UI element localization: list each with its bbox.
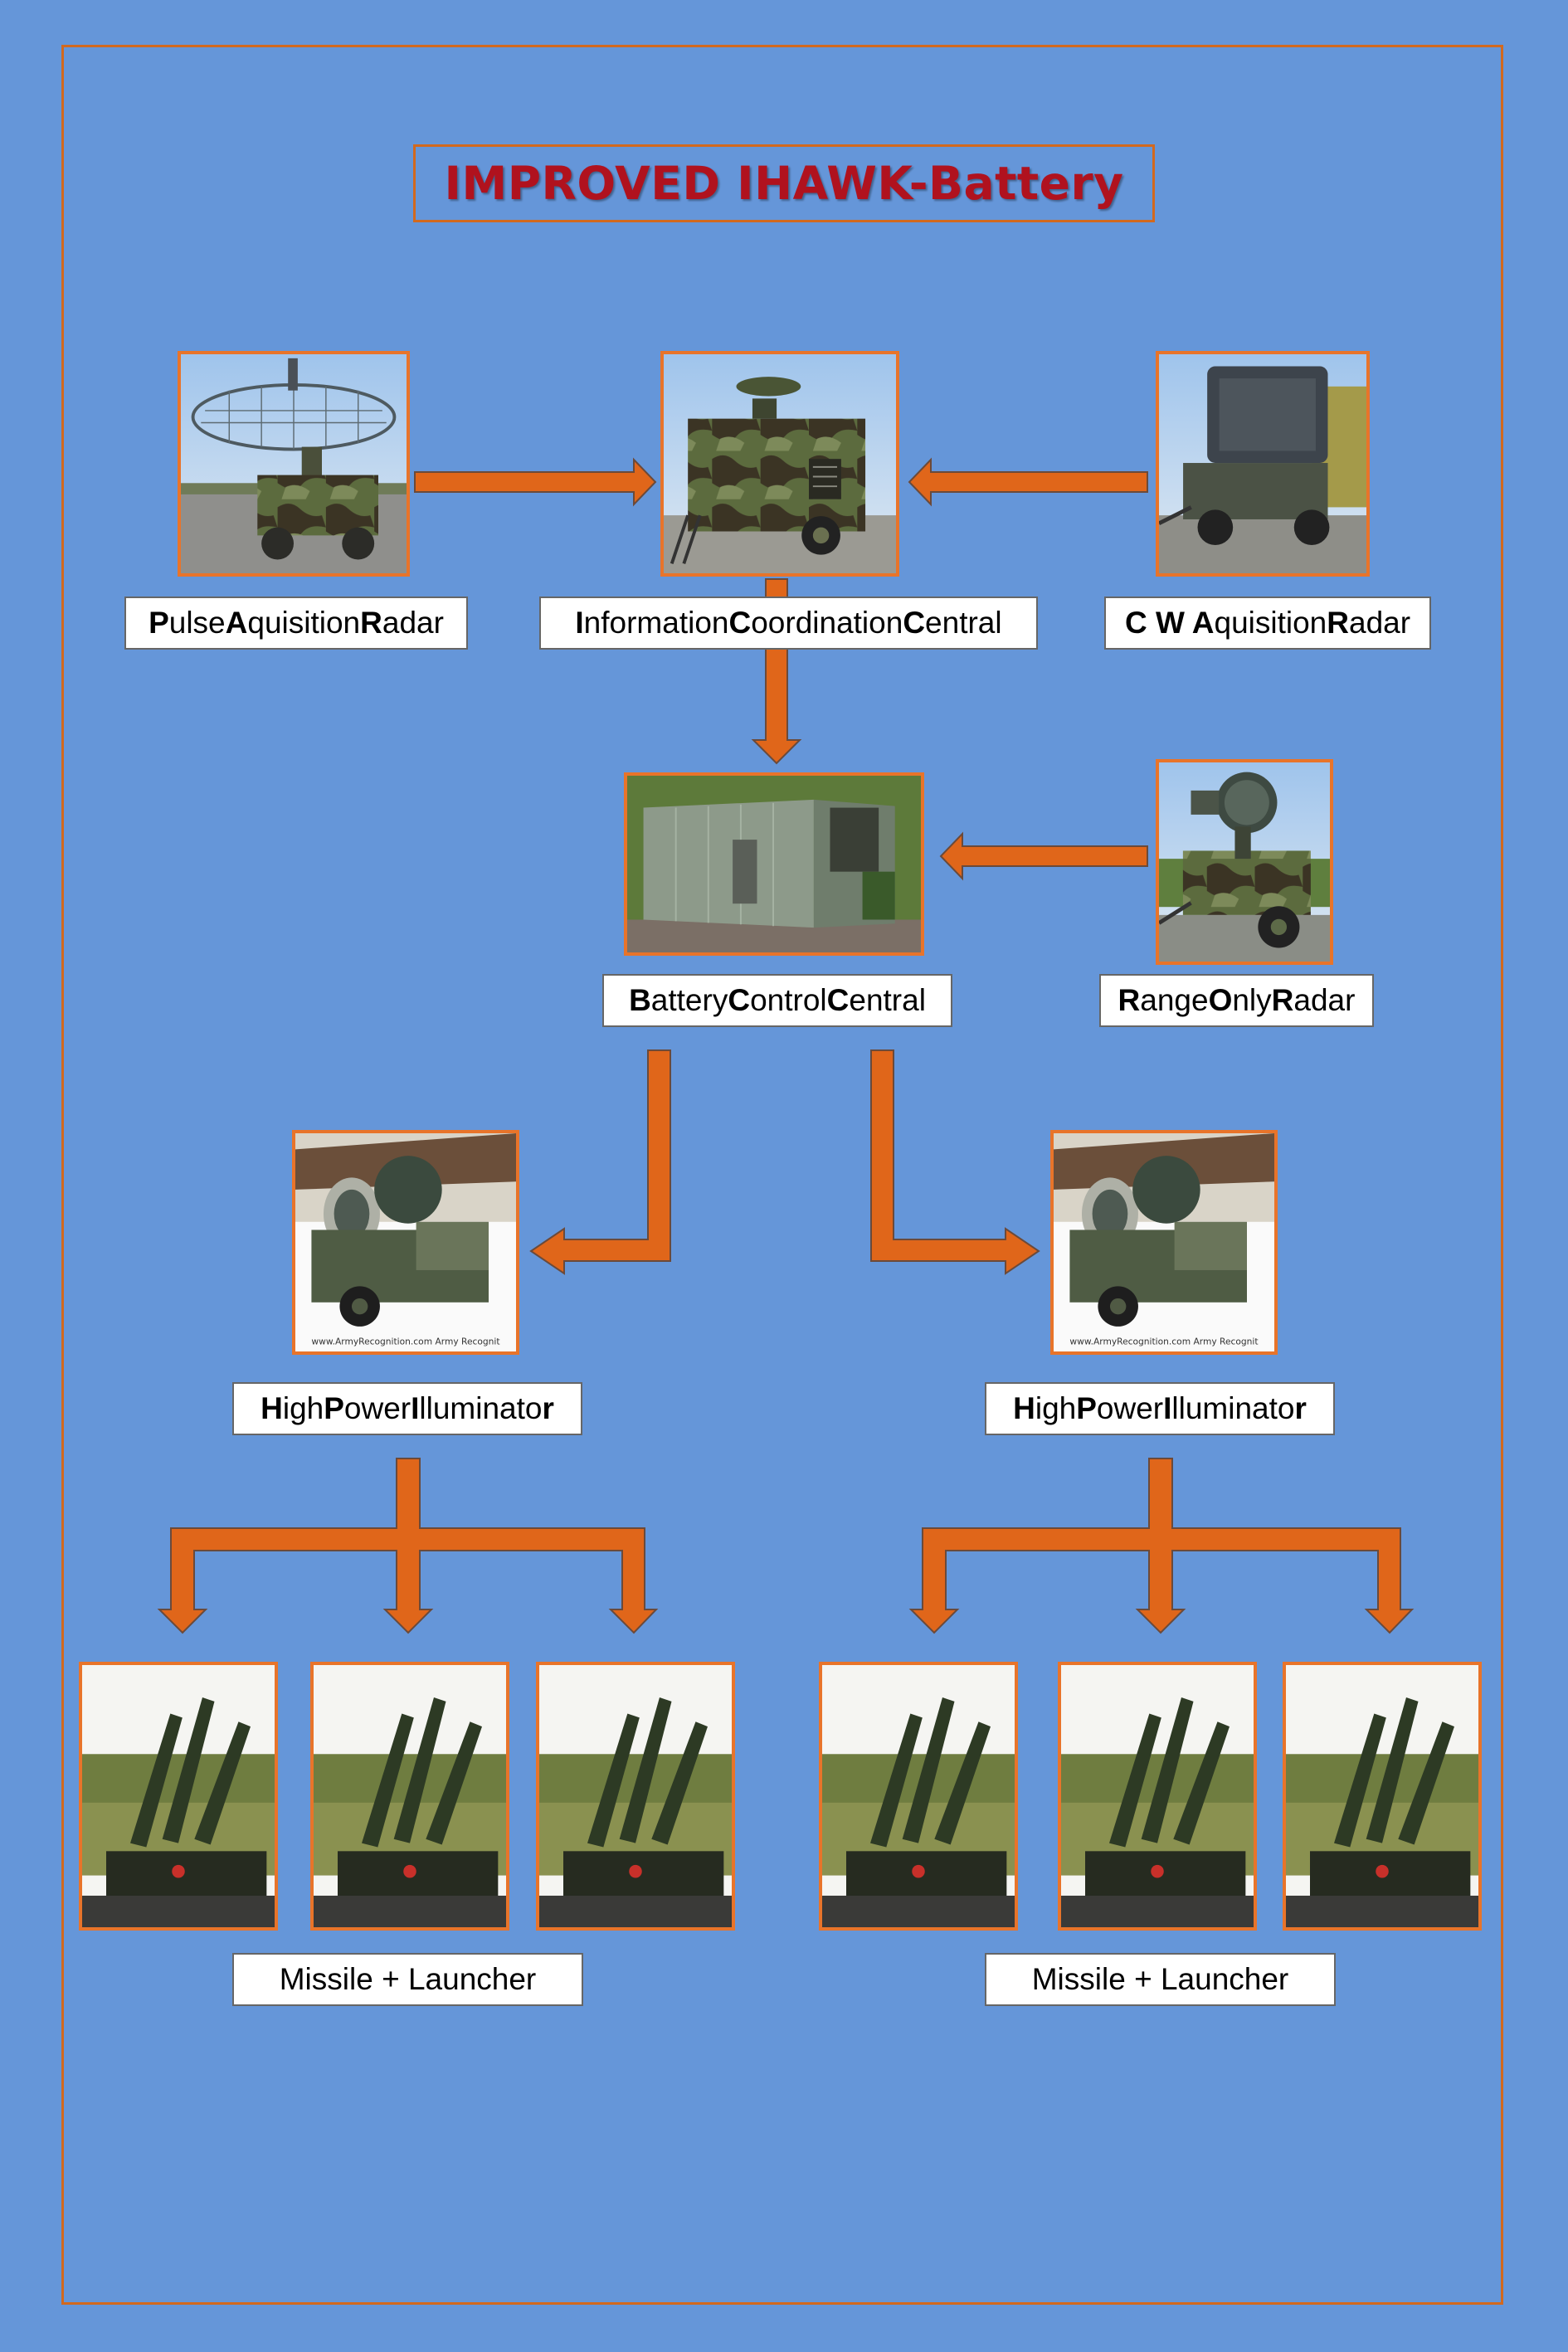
watermark-text: www.ArmyRecognition.com Army Recognit <box>311 1336 499 1346</box>
launcher-photo-right-3 <box>1283 1662 1482 1931</box>
arrow-cwar-to-icc <box>908 457 1148 507</box>
diagram-title: IMPROVED IHAWK-Battery <box>413 144 1155 222</box>
launcher-photo-left-1 <box>79 1662 278 1931</box>
arrow-bcc-to-hpi-left <box>529 1049 671 1275</box>
pulse-acquisition-radar-photo <box>178 351 410 577</box>
high-power-illuminator-right-photo: www.ArmyRecognition.com Army Recognit <box>1050 1130 1278 1355</box>
arrow-bcc-to-hpi-right <box>870 1049 1040 1275</box>
information-coordination-central-photo <box>660 351 899 577</box>
outer-frame <box>61 45 1503 2305</box>
battery-control-central-photo <box>624 772 924 956</box>
range-only-radar-photo <box>1156 759 1333 965</box>
arrow-ror-to-bcc <box>939 831 1148 881</box>
cw-acquisition-radar-photo <box>1156 351 1370 577</box>
launcher-photo-right-1 <box>819 1662 1018 1931</box>
high-power-illuminator-left-photo: www.ArmyRecognition.com Army Recognit <box>292 1130 519 1355</box>
label-missile-launcher-left: Missile + Launcher <box>232 1953 583 2006</box>
launcher-photo-right-2 <box>1058 1662 1257 1931</box>
arrow-hpi-left-to-launchers <box>157 1458 659 1634</box>
launcher-photo-left-2 <box>310 1662 509 1931</box>
arrow-par-to-icc <box>414 457 657 507</box>
launcher-photo-left-3 <box>536 1662 735 1931</box>
arrow-hpi-right-to-launchers <box>908 1458 1415 1634</box>
label-missile-launcher-right: Missile + Launcher <box>985 1953 1336 2006</box>
watermark-text: www.ArmyRecognition.com Army Recognit <box>1069 1336 1258 1346</box>
